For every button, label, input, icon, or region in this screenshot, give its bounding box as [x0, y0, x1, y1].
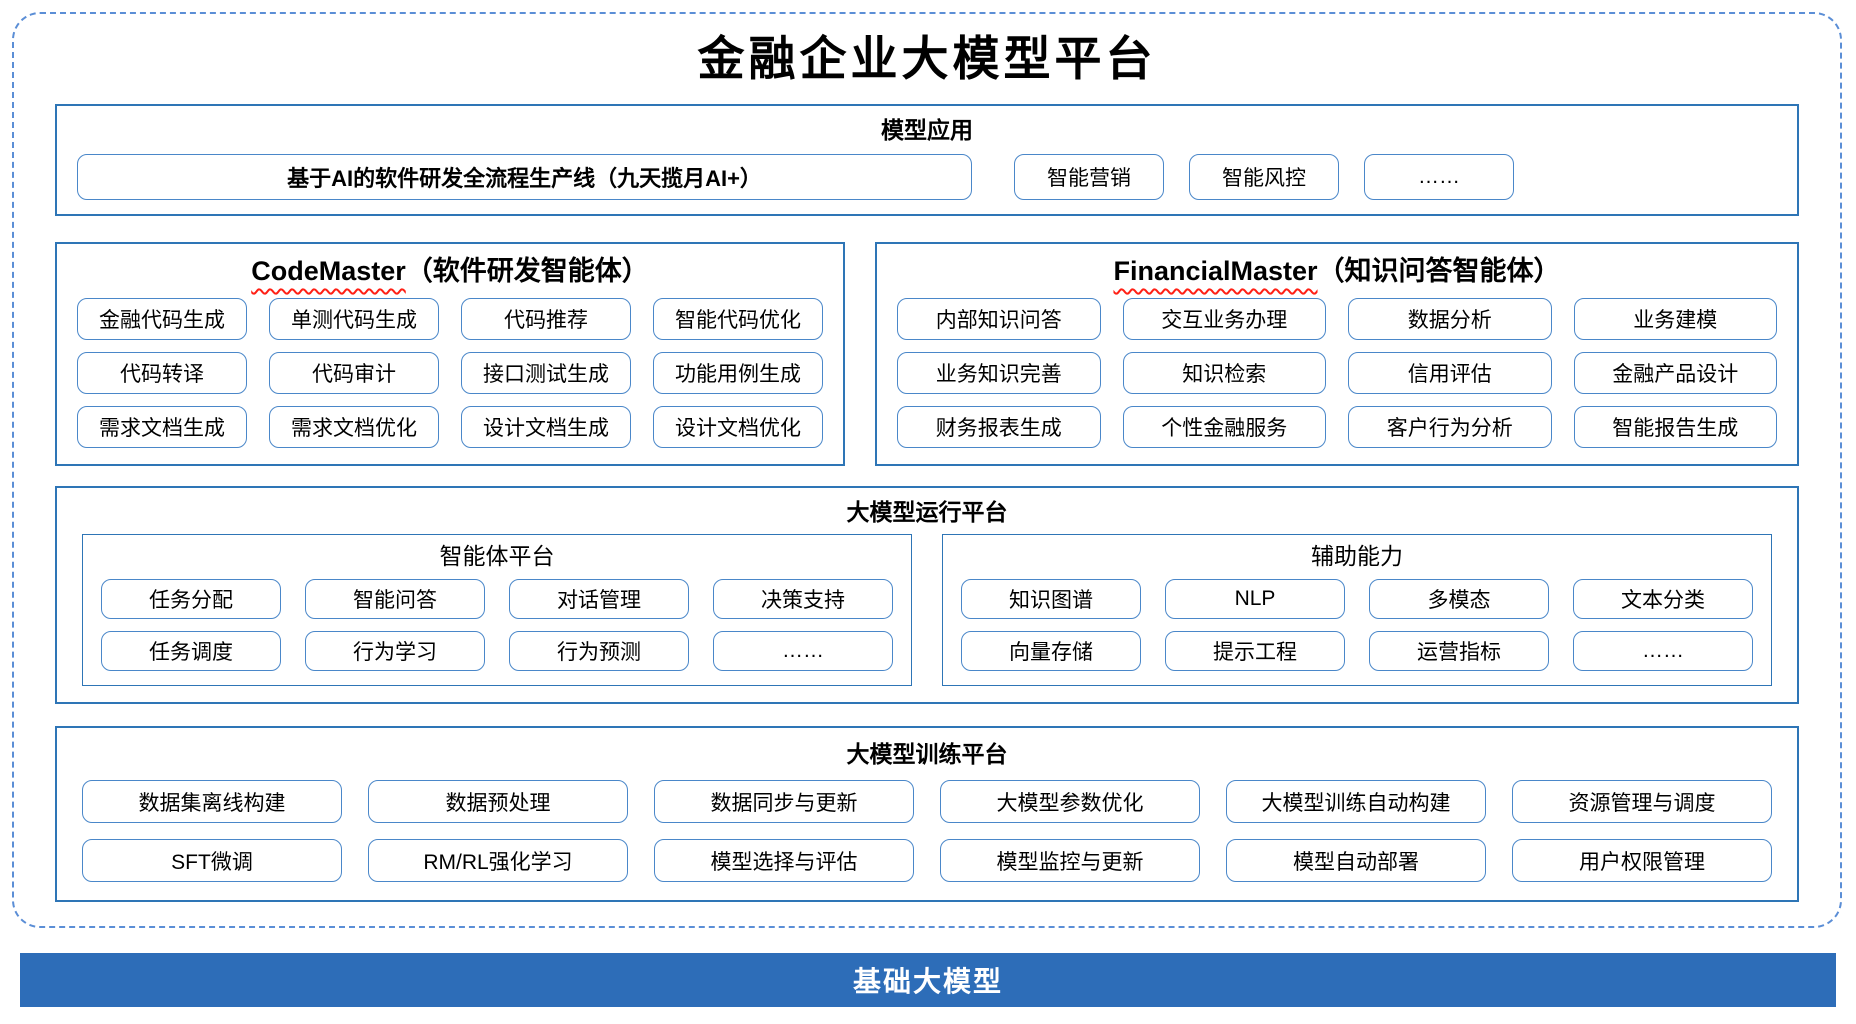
capability-box: 交互业务办理	[1122, 298, 1326, 340]
code-master-title-en: CodeMaster	[251, 256, 406, 286]
capability-box: NLP	[1165, 579, 1345, 619]
capability-box: 业务知识完善	[897, 352, 1101, 394]
section-train-platform: 大模型训练平台 数据集离线构建 数据预处理 数据同步与更新 大模型参数优化 大模…	[55, 726, 1799, 902]
capability-box: 财务报表生成	[897, 406, 1101, 448]
subsection-agent-platform: 智能体平台 任务分配 智能问答 对话管理 决策支持 任务调度 行为学习 行为预测…	[82, 534, 912, 686]
capability-box: 数据分析	[1348, 298, 1552, 340]
financial-master-grid: 内部知识问答 交互业务办理 数据分析 业务建模 业务知识完善 知识检索 信用评估…	[897, 298, 1777, 448]
capability-box: 用户权限管理	[1512, 839, 1772, 882]
capability-box: 提示工程	[1165, 631, 1345, 671]
capability-box: 智能报告生成	[1573, 406, 1777, 448]
capability-box: 个性金融服务	[1122, 406, 1326, 448]
capability-box: ……	[713, 631, 893, 671]
capability-box: RM/RL强化学习	[368, 839, 628, 882]
capability-box: 客户行为分析	[1348, 406, 1552, 448]
capability-box: 对话管理	[509, 579, 689, 619]
capability-box: 代码推荐	[461, 298, 631, 340]
aux-ability-grid: 知识图谱 NLP 多模态 文本分类 向量存储 提示工程 运营指标 ……	[961, 579, 1753, 671]
capability-box: 基于AI的软件研发全流程生产线（九天揽月AI+）	[77, 154, 972, 200]
capability-box: 智能营销	[1014, 154, 1164, 200]
capability-box: 功能用例生成	[653, 352, 823, 394]
capability-box: 需求文档优化	[269, 406, 439, 448]
capability-box: ……	[1364, 154, 1514, 200]
capability-box: 大模型训练自动构建	[1226, 780, 1486, 823]
capability-box: 代码审计	[269, 352, 439, 394]
capability-box: 内部知识问答	[897, 298, 1101, 340]
capability-box: 知识图谱	[961, 579, 1141, 619]
capability-box: 模型选择与评估	[654, 839, 914, 882]
capability-box: 信用评估	[1348, 352, 1552, 394]
capability-box: 接口测试生成	[461, 352, 631, 394]
financial-master-title-en: FinancialMaster	[1113, 256, 1318, 286]
capability-box: 知识检索	[1122, 352, 1326, 394]
capability-box: 多模态	[1369, 579, 1549, 619]
financial-master-title-zh: （知识问答智能体）	[1317, 256, 1561, 286]
capability-box: 行为学习	[305, 631, 485, 671]
section-financial-master: FinancialMaster（知识问答智能体） 内部知识问答 交互业务办理 数…	[875, 242, 1799, 466]
model-applications-row: 基于AI的软件研发全流程生产线（九天揽月AI+） 智能营销 智能风控 ……	[77, 154, 1777, 200]
agent-platform-title: 智能体平台	[439, 543, 555, 569]
capability-box: 智能风控	[1189, 154, 1339, 200]
capability-box: 向量存储	[961, 631, 1141, 671]
capability-box: 智能代码优化	[653, 298, 823, 340]
capability-box: SFT微调	[82, 839, 342, 882]
run-platform-row: 智能体平台 任务分配 智能问答 对话管理 决策支持 任务调度 行为学习 行为预测…	[82, 534, 1772, 686]
section-model-applications-header: 模型应用	[881, 117, 973, 143]
agent-platform-grid: 任务分配 智能问答 对话管理 决策支持 任务调度 行为学习 行为预测 ……	[101, 579, 893, 671]
capability-box: 金融产品设计	[1573, 352, 1777, 394]
code-master-grid: 金融代码生成 单测代码生成 代码推荐 智能代码优化 代码转译 代码审计 接口测试…	[77, 298, 823, 448]
train-platform-grid: 数据集离线构建 数据预处理 数据同步与更新 大模型参数优化 大模型训练自动构建 …	[82, 780, 1772, 882]
capability-box: 行为预测	[509, 631, 689, 671]
code-master-title-zh: （软件研发智能体）	[405, 256, 649, 286]
code-master-title: CodeMaster（软件研发智能体）	[77, 252, 823, 290]
train-platform-header: 大模型训练平台	[846, 741, 1008, 767]
platform-diagram-frame: 金融企业大模型平台 模型应用 基于AI的软件研发全流程生产线（九天揽月AI+） …	[12, 12, 1842, 928]
capability-box: ……	[1573, 631, 1753, 671]
subsection-aux-ability: 辅助能力 知识图谱 NLP 多模态 文本分类 向量存储 提示工程 运营指标 ……	[942, 534, 1772, 686]
capability-box: 模型监控与更新	[940, 839, 1200, 882]
section-model-applications: 模型应用 基于AI的软件研发全流程生产线（九天揽月AI+） 智能营销 智能风控 …	[55, 104, 1799, 216]
capability-box: 运营指标	[1369, 631, 1549, 671]
capability-box: 模型自动部署	[1226, 839, 1486, 882]
capability-box: 单测代码生成	[269, 298, 439, 340]
capability-box: 大模型参数优化	[940, 780, 1200, 823]
capability-box: 数据预处理	[368, 780, 628, 823]
section-run-platform: 大模型运行平台 智能体平台 任务分配 智能问答 对话管理 决策支持 任务调度 行…	[55, 486, 1799, 704]
capability-box: 任务调度	[101, 631, 281, 671]
page-title: 金融企业大模型平台	[697, 34, 1157, 86]
capability-box: 数据集离线构建	[82, 780, 342, 823]
foundation-model-bar: 基础大模型	[20, 953, 1836, 1007]
section-code-master: CodeMaster（软件研发智能体） 金融代码生成 单测代码生成 代码推荐 智…	[55, 242, 845, 466]
capability-box: 文本分类	[1573, 579, 1753, 619]
capability-box: 设计文档优化	[653, 406, 823, 448]
agents-row: CodeMaster（软件研发智能体） 金融代码生成 单测代码生成 代码推荐 智…	[55, 242, 1799, 466]
run-platform-header: 大模型运行平台	[846, 499, 1008, 525]
capability-box: 资源管理与调度	[1512, 780, 1772, 823]
capability-box: 业务建模	[1573, 298, 1777, 340]
capability-box: 需求文档生成	[77, 406, 247, 448]
capability-box: 代码转译	[77, 352, 247, 394]
capability-box: 金融代码生成	[77, 298, 247, 340]
capability-box: 数据同步与更新	[654, 780, 914, 823]
capability-box: 智能问答	[305, 579, 485, 619]
aux-ability-title: 辅助能力	[1311, 543, 1403, 569]
financial-master-title: FinancialMaster（知识问答智能体）	[897, 252, 1777, 290]
capability-box: 决策支持	[713, 579, 893, 619]
capability-box: 任务分配	[101, 579, 281, 619]
capability-box: 设计文档生成	[461, 406, 631, 448]
